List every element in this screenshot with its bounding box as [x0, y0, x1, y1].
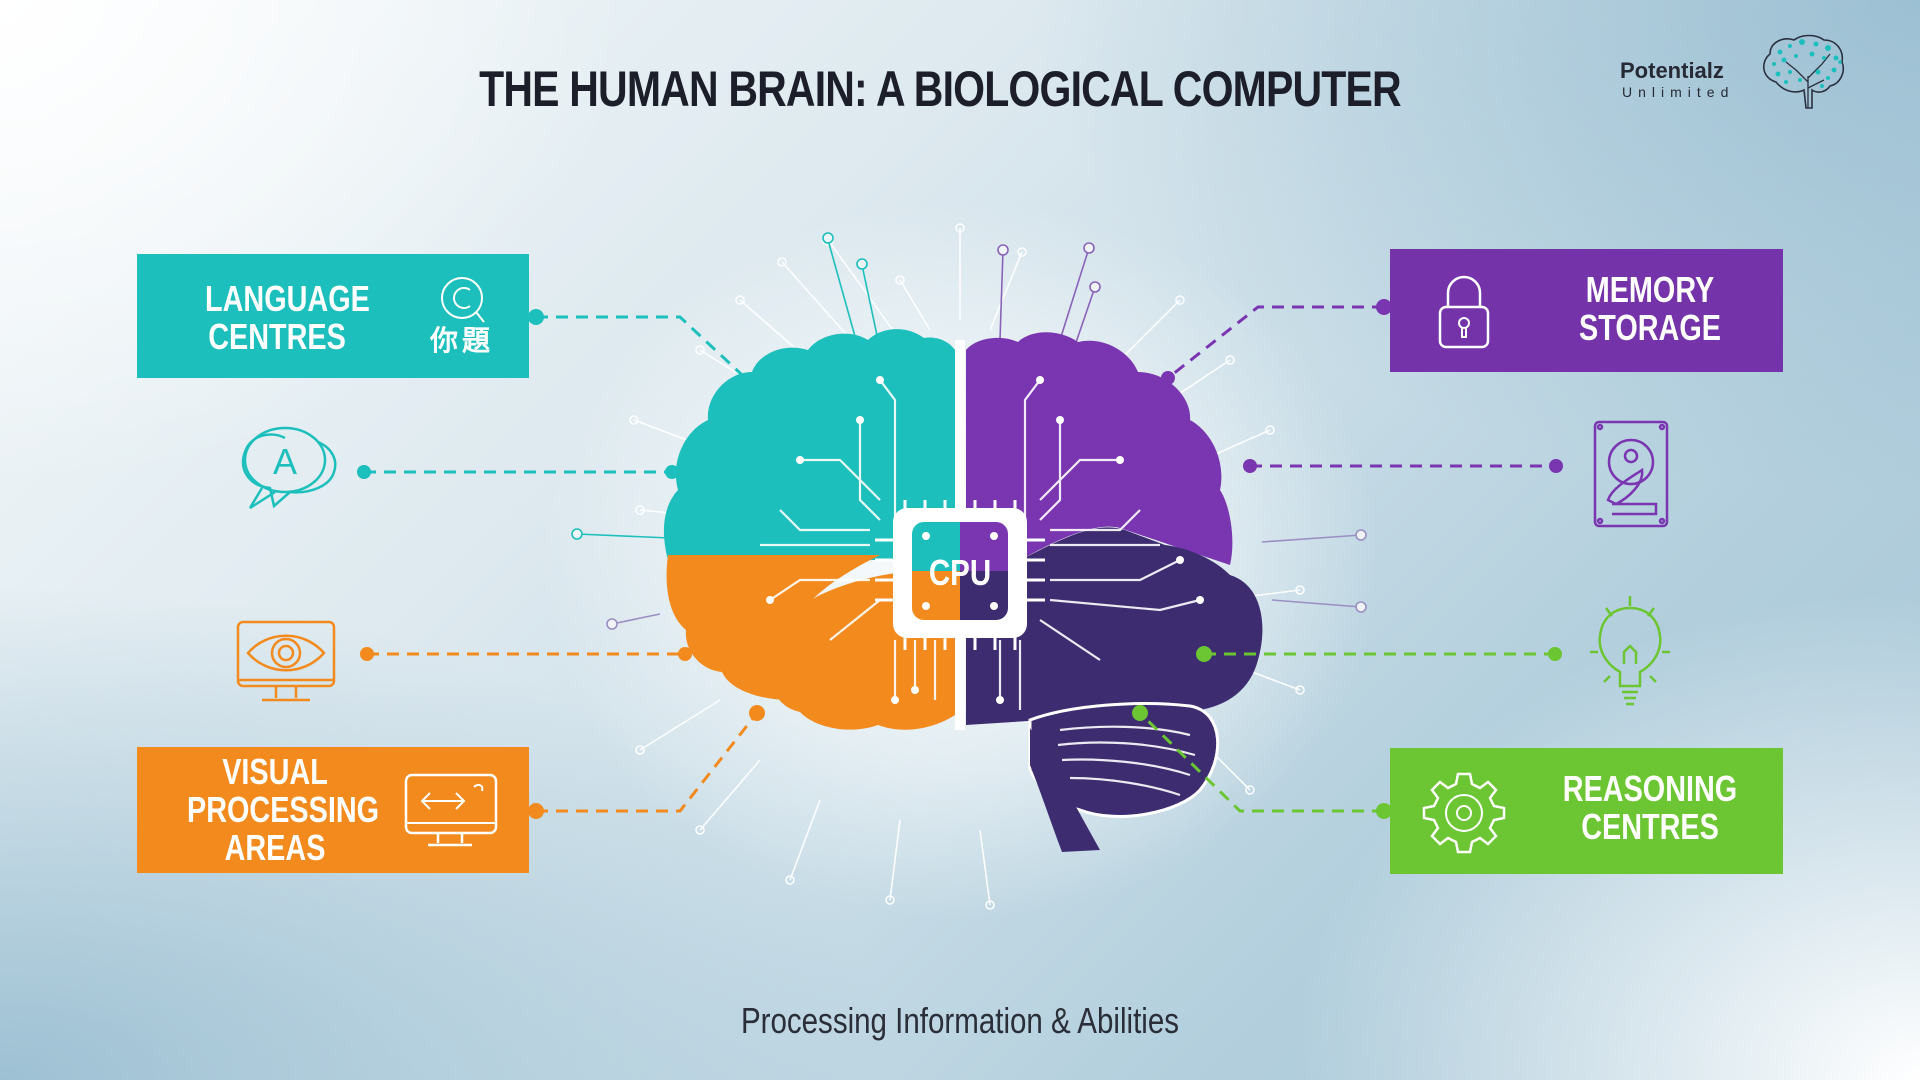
connector-dots — [357, 299, 1563, 819]
svg-text:你: 你 — [429, 324, 458, 357]
monitor-arrows-icon — [404, 773, 498, 847]
svg-text:題: 題 — [462, 324, 491, 357]
logo-name: Potentialz — [1620, 58, 1724, 83]
connectors — [364, 305, 1556, 813]
memory-storage-box: MEMORY STORAGE — [1390, 249, 1783, 372]
brain — [663, 329, 1263, 852]
brain-region-teal — [663, 329, 955, 560]
connector-language — [536, 315, 757, 389]
visual-processing-label: VISUAL PROCESSING AREAS — [187, 751, 380, 868]
colored-probe-lines — [571, 232, 1367, 630]
connector-memory — [1167, 305, 1384, 380]
padlock-icon — [1438, 275, 1490, 349]
brain-region-orange — [666, 555, 880, 700]
cpu-label: CPU — [929, 552, 991, 592]
memory-storage-label: MEMORY STORAGE — [1579, 269, 1721, 348]
cpu-chip: CPU — [875, 500, 1045, 650]
page-title: THE HUMAN BRAIN: A BIOLOGICAL COMPUTER — [479, 61, 1402, 117]
brain-region-navy — [966, 527, 1263, 725]
connector-reasoning — [1138, 711, 1384, 813]
logo-tagline: Unlimited — [1622, 84, 1735, 100]
logo: Potentialz Unlimited — [1618, 34, 1848, 120]
lightbulb-icon — [1590, 596, 1670, 706]
language-centres-box: LANGUAGE CENTRES 你 題 — [137, 254, 529, 378]
speech-bubble-glyph: A — [273, 441, 297, 482]
speech-bubble-a-icon: A — [241, 426, 337, 510]
language-centres-label: LANGUAGE CENTRES — [205, 278, 370, 357]
eye-monitor-icon — [236, 620, 336, 702]
page-subtitle: Processing Information & Abilities — [740, 1000, 1180, 1041]
brain-stem — [1030, 728, 1100, 852]
hard-drive-icon — [1593, 420, 1669, 528]
visual-processing-areas-box: VISUAL PROCESSING AREAS — [137, 747, 529, 873]
gear-icon — [1422, 772, 1506, 854]
magnifier-characters-icon: 你 題 — [429, 277, 491, 357]
brain-tree-icon — [1763, 34, 1845, 109]
connector-visual — [536, 712, 759, 813]
reasoning-centres-box: REASONING CENTRES — [1390, 748, 1783, 874]
reasoning-centres-label: REASONING CENTRES — [1562, 768, 1738, 847]
